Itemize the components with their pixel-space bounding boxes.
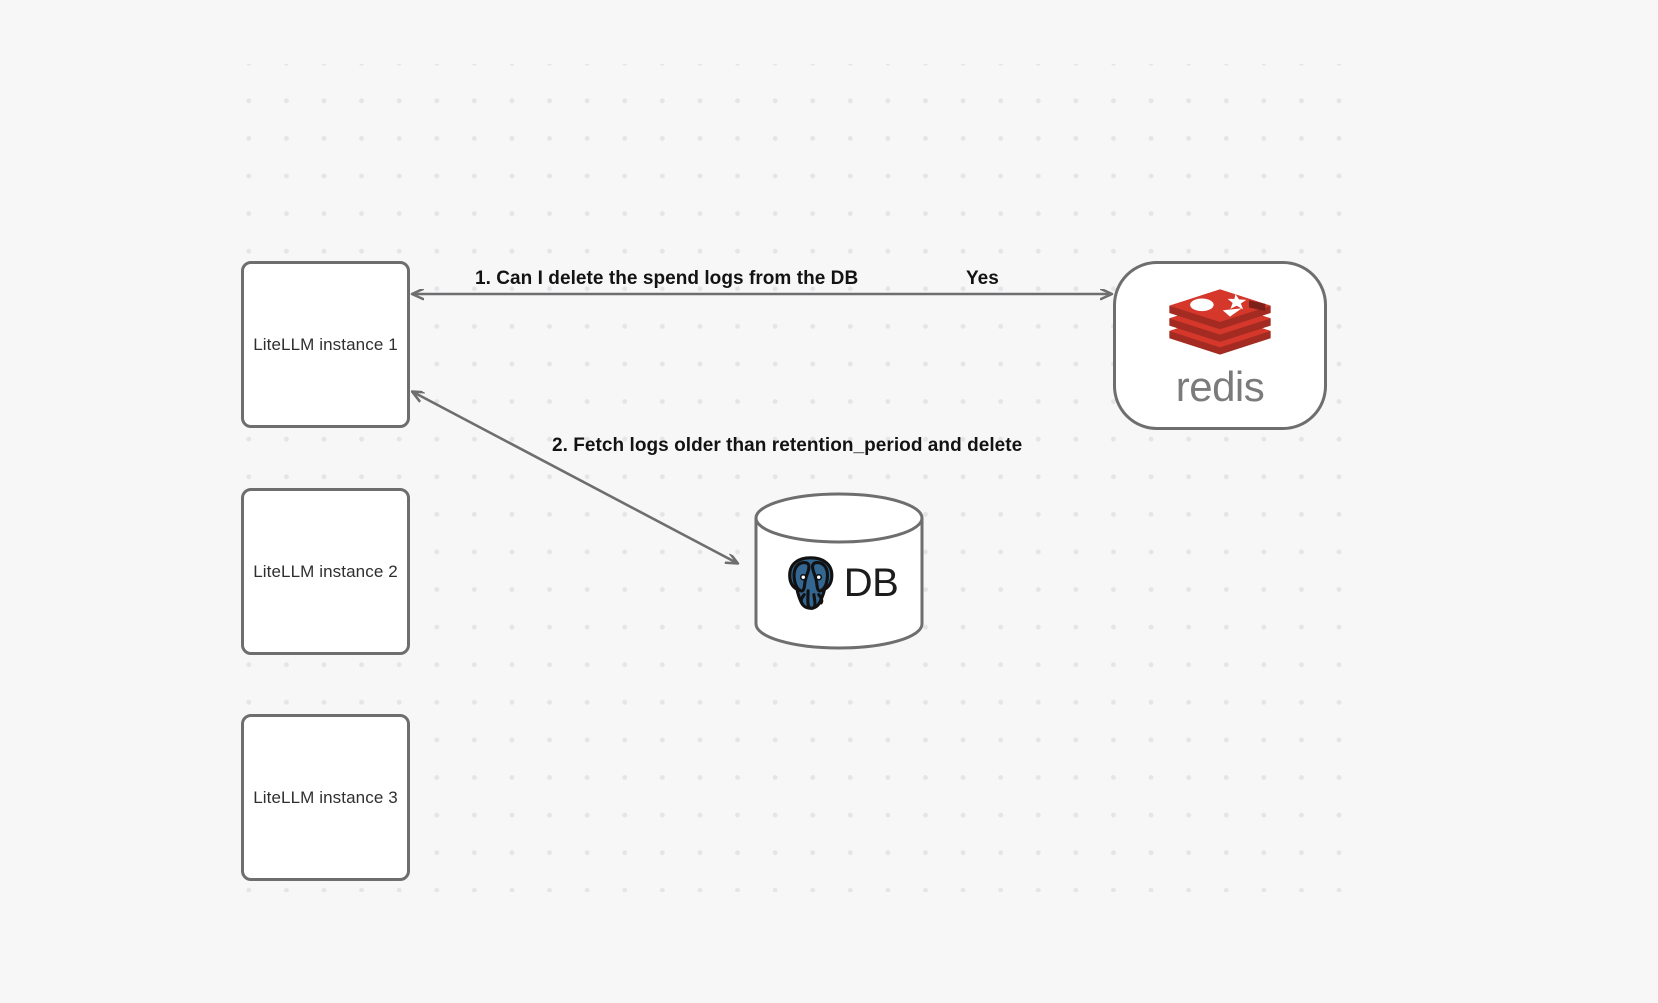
cylinder-shape	[754, 492, 924, 650]
node-litellm-instance-3[interactable]: LiteLLM instance 3	[241, 714, 410, 881]
redis-wordmark: redis	[1175, 362, 1265, 410]
node-label: LiteLLM instance 1	[253, 334, 398, 354]
node-litellm-instance-2[interactable]: LiteLLM instance 2	[241, 488, 410, 655]
postgresql-elephant-icon	[787, 556, 834, 610]
node-label: LiteLLM instance 2	[253, 561, 398, 581]
edge-2-line	[413, 392, 737, 563]
postgres-db-label: DB	[843, 561, 899, 605]
node-postgres-db[interactable]: DB	[753, 491, 925, 651]
node-redis[interactable]: redis	[1113, 261, 1327, 430]
postgres-logo-group: DB	[753, 543, 925, 623]
edge-label-request: 1. Can I delete the spend logs from the …	[475, 268, 859, 289]
redis-logo-icon	[1169, 288, 1271, 355]
node-label: LiteLLM instance 3	[253, 787, 398, 807]
edge-label-response: Yes	[966, 268, 999, 289]
edge-label-fetch-delete: 2. Fetch logs older than retention_perio…	[552, 435, 1023, 456]
node-litellm-instance-1[interactable]: LiteLLM instance 1	[241, 261, 410, 428]
